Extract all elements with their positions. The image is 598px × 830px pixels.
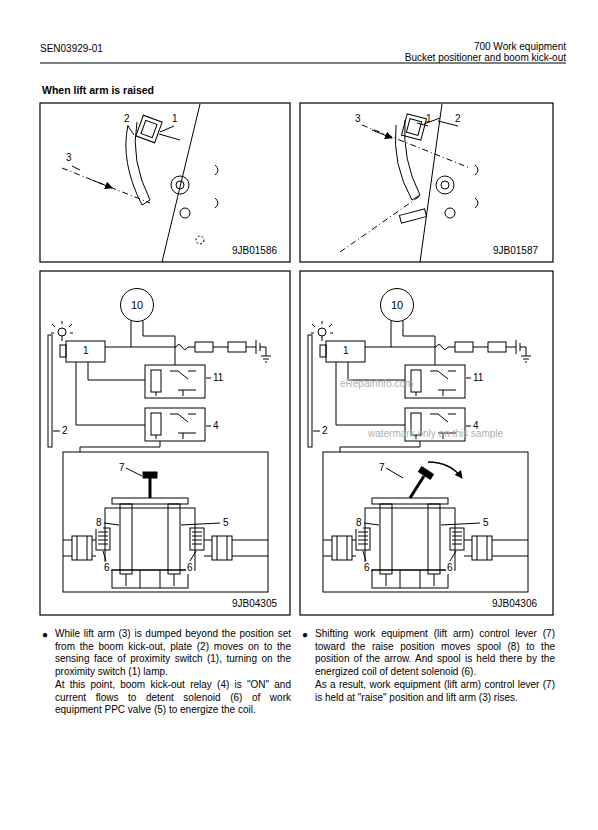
lift-arm-raised [340, 104, 478, 262]
figure-code: 9JB01587 [493, 245, 538, 257]
callout-number: 1 [83, 345, 89, 357]
callout-number: 1 [172, 113, 178, 125]
figure-code: 9JB04306 [492, 598, 537, 610]
callout-number: 7 [378, 462, 386, 474]
callout-number: 7 [118, 462, 126, 474]
body-paragraph: As a result, work equipment (lift arm) c… [315, 679, 555, 704]
callout-number: 11 [213, 372, 223, 384]
figure-code: 9JB01586 [232, 245, 277, 257]
lift-arm-lowered [62, 104, 218, 262]
figure-code: 9JB04305 [232, 598, 277, 610]
gauge-circle: 10 [120, 288, 154, 322]
callout-number: 3 [66, 152, 72, 164]
callout-number: 10 [131, 299, 143, 311]
body-paragraph: Shifting work equipment (lift arm) contr… [315, 628, 555, 678]
bullet: ● [302, 629, 308, 641]
circuit-valve-left [48, 321, 271, 592]
callout-number: 8 [95, 517, 103, 529]
callout-number: 11 [473, 372, 483, 384]
callout-number: 2 [124, 113, 130, 125]
callout-number: 2 [62, 425, 68, 437]
watermark: eRepairInfo.com [340, 378, 413, 390]
callout-number: 6 [186, 562, 194, 574]
watermark: watermark only on this sample [368, 428, 503, 440]
callout-number: 8 [355, 517, 363, 529]
section-heading: When lift arm is raised [42, 84, 154, 96]
callout-number: 6 [446, 562, 454, 574]
section-title: 700 Work equipment [474, 41, 566, 53]
document-code: SEN03929-01 [40, 43, 103, 55]
callout-number: 6 [103, 562, 111, 574]
body-paragraph: While lift arm (3) is dumped beyond the … [55, 628, 291, 678]
figure-frames [40, 103, 553, 615]
callout-number: 6 [363, 562, 371, 574]
callout-number: 10 [391, 299, 403, 311]
callout-number: 5 [222, 517, 230, 529]
callout-number: 1 [426, 113, 432, 125]
gauge-circle: 10 [380, 288, 414, 322]
circuit-valve-right [308, 321, 531, 592]
callout-number: 2 [322, 425, 328, 437]
bullet: ● [42, 629, 48, 641]
body-paragraph: At this point, boom kick-out relay (4) i… [55, 679, 291, 717]
callout-number: 1 [343, 345, 349, 357]
control-lever [126, 462, 462, 498]
callout-number: 2 [455, 113, 461, 125]
callout-number: 5 [482, 517, 490, 529]
callout-number: 4 [213, 420, 219, 432]
callout-number: 3 [355, 113, 361, 125]
section-subtitle: Bucket positioner and boom kick-out [405, 52, 566, 64]
